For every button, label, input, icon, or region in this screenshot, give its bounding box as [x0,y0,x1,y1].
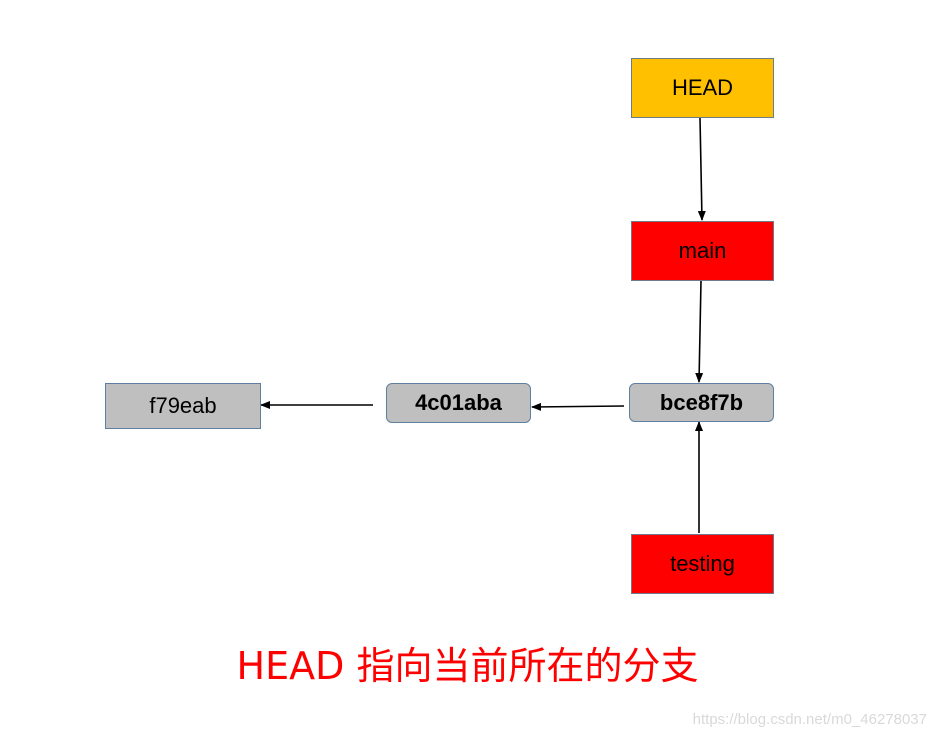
branch-testing-node: testing [631,534,774,594]
edge-bce8f7b-to-4c01aba [531,402,625,411]
commit-4c01aba-node: 4c01aba [386,383,531,423]
branch-main-node: main [631,221,774,281]
edge-head-to-main [697,117,706,221]
diagram-caption: HEAD 指向当前所在的分支 [236,644,699,688]
commit-f79eab-node: f79eab [105,383,261,429]
head-pointer-node: HEAD [631,58,774,118]
watermark-text: https://blog.csdn.net/m0_46278037 [692,711,927,728]
edge-main-to-bce8f7b [695,280,704,383]
commit-bce8f7b-node: bce8f7b [629,383,774,422]
